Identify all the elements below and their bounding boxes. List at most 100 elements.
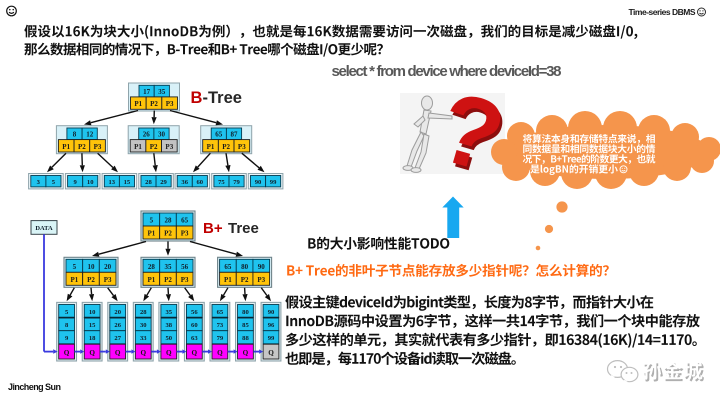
svg-text:99: 99: [268, 335, 275, 342]
svg-text:75: 75: [218, 179, 225, 186]
svg-text:5: 5: [65, 309, 69, 316]
svg-text:-Tree: -Tree: [203, 89, 242, 107]
svg-text:35: 35: [158, 88, 166, 96]
svg-text:P2: P2: [78, 143, 86, 151]
svg-text:12: 12: [86, 131, 94, 139]
svg-text:10: 10: [88, 263, 96, 271]
svg-text:36: 36: [181, 179, 188, 186]
svg-text:P1: P1: [224, 276, 232, 284]
svg-text:65: 65: [215, 131, 223, 139]
svg-text:P1: P1: [62, 143, 70, 151]
svg-text:63: 63: [191, 335, 198, 342]
svg-text:56: 56: [191, 309, 198, 316]
svg-text:80: 80: [241, 263, 249, 271]
svg-text:38: 38: [166, 322, 173, 329]
svg-text:13: 13: [109, 179, 116, 186]
svg-text:P2: P2: [164, 276, 172, 284]
svg-text:Q: Q: [268, 349, 274, 357]
svg-text:96: 96: [268, 322, 275, 329]
svg-text:26: 26: [143, 131, 151, 139]
svg-text:79: 79: [233, 179, 240, 186]
svg-text:65: 65: [224, 263, 232, 271]
svg-text:85: 85: [242, 322, 249, 329]
svg-text:P3: P3: [166, 100, 174, 108]
svg-text:28: 28: [145, 179, 152, 186]
svg-text:P3: P3: [257, 276, 265, 284]
svg-text:P1: P1: [134, 143, 142, 151]
svg-text:28: 28: [140, 309, 147, 316]
svg-text:P1: P1: [147, 230, 155, 238]
svg-text:56: 56: [181, 263, 189, 271]
svg-text:73: 73: [217, 322, 224, 329]
svg-text:P3: P3: [181, 276, 189, 284]
svg-text:B: B: [191, 89, 203, 107]
svg-text:P1: P1: [147, 276, 155, 284]
svg-text:5: 5: [73, 263, 77, 271]
svg-text:20: 20: [114, 309, 121, 316]
svg-text:DATA: DATA: [35, 225, 53, 232]
svg-text:select * from device where dev: select * from device where deviceId=38: [332, 63, 562, 80]
svg-text:Q: Q: [140, 349, 146, 357]
svg-text:P3: P3: [238, 143, 246, 151]
svg-text:P2: P2: [150, 100, 158, 108]
svg-text:P3: P3: [165, 143, 173, 151]
svg-text:9: 9: [65, 335, 69, 342]
svg-text:17: 17: [143, 88, 151, 96]
svg-text:Jincheng Sun: Jincheng Sun: [8, 382, 60, 392]
svg-text:18: 18: [89, 335, 96, 342]
svg-text:28: 28: [148, 263, 156, 271]
svg-text:90: 90: [268, 309, 275, 316]
svg-text:P2: P2: [150, 143, 158, 151]
svg-text:P2: P2: [241, 276, 249, 284]
svg-text:5: 5: [52, 179, 56, 186]
svg-text:Tree: Tree: [228, 220, 259, 237]
svg-text:Q: Q: [115, 349, 121, 357]
svg-text:P2: P2: [164, 230, 172, 238]
svg-text:15: 15: [124, 179, 131, 186]
svg-text:28: 28: [165, 217, 173, 225]
svg-text:5: 5: [150, 217, 154, 225]
svg-text:Q: Q: [243, 349, 249, 357]
svg-text:60: 60: [197, 179, 204, 186]
svg-text:26: 26: [114, 322, 121, 329]
svg-text:33: 33: [140, 335, 147, 342]
svg-text:8: 8: [73, 131, 77, 139]
svg-text:10: 10: [89, 309, 96, 316]
svg-text:20: 20: [104, 263, 112, 271]
svg-text:30: 30: [158, 131, 166, 139]
svg-text:90: 90: [255, 179, 262, 186]
svg-text:Time-series DBMS: Time-series DBMS: [629, 7, 696, 17]
svg-text:35: 35: [166, 309, 173, 316]
svg-text:79: 79: [217, 335, 224, 342]
svg-text:P2: P2: [87, 276, 95, 284]
svg-text:65: 65: [217, 309, 224, 316]
svg-text:65: 65: [181, 217, 189, 225]
svg-text:88: 88: [242, 335, 249, 342]
svg-text:9: 9: [73, 179, 77, 186]
svg-text:Q: Q: [64, 349, 70, 357]
svg-text:35: 35: [165, 263, 173, 271]
svg-text:B+: B+: [203, 220, 223, 237]
svg-text:29: 29: [160, 179, 167, 186]
svg-text:P3: P3: [181, 230, 189, 238]
svg-text:Q: Q: [89, 349, 95, 357]
svg-text:60: 60: [191, 322, 198, 329]
svg-text:10: 10: [87, 179, 94, 186]
svg-text:15: 15: [89, 322, 96, 329]
svg-text:8: 8: [65, 322, 69, 329]
svg-text:P3: P3: [104, 276, 112, 284]
svg-text:Q: Q: [192, 349, 198, 357]
svg-text:27: 27: [114, 335, 121, 342]
svg-text:90: 90: [258, 263, 266, 271]
svg-text:87: 87: [231, 131, 239, 139]
svg-text:P3: P3: [94, 143, 102, 151]
svg-text:P1: P1: [70, 276, 78, 284]
svg-text:P2: P2: [222, 143, 230, 151]
svg-text:P1: P1: [207, 143, 215, 151]
svg-text:50: 50: [166, 335, 173, 342]
svg-text:3: 3: [37, 179, 41, 186]
svg-text:99: 99: [270, 179, 277, 186]
svg-text:Q: Q: [166, 349, 172, 357]
svg-text:P1: P1: [134, 100, 142, 108]
svg-text:Q: Q: [217, 349, 223, 357]
